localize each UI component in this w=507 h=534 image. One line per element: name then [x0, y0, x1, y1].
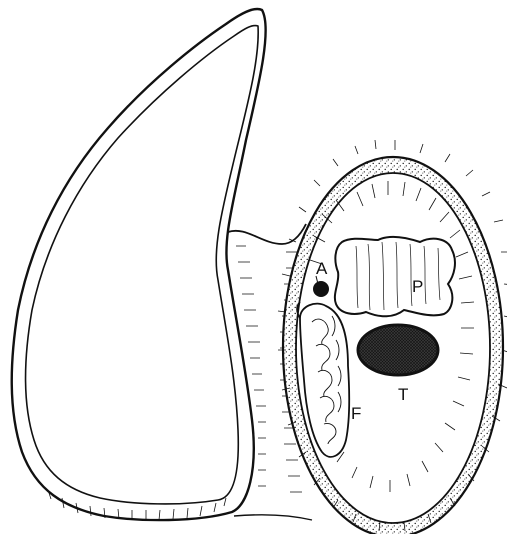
- left-lobe-outer-outline: [12, 9, 266, 520]
- cross-section-oval: [278, 140, 507, 534]
- label-p: P: [412, 277, 423, 296]
- structure-t: [358, 325, 438, 375]
- structure-p: [335, 237, 455, 316]
- structure-a-dot: [313, 281, 329, 297]
- structure-p-outline: [335, 237, 455, 316]
- stalk-bottom-edge: [234, 515, 312, 520]
- label-t: T: [398, 385, 408, 404]
- left-lobe: [12, 9, 266, 520]
- label-a: A: [316, 259, 328, 278]
- label-f: F: [351, 404, 361, 423]
